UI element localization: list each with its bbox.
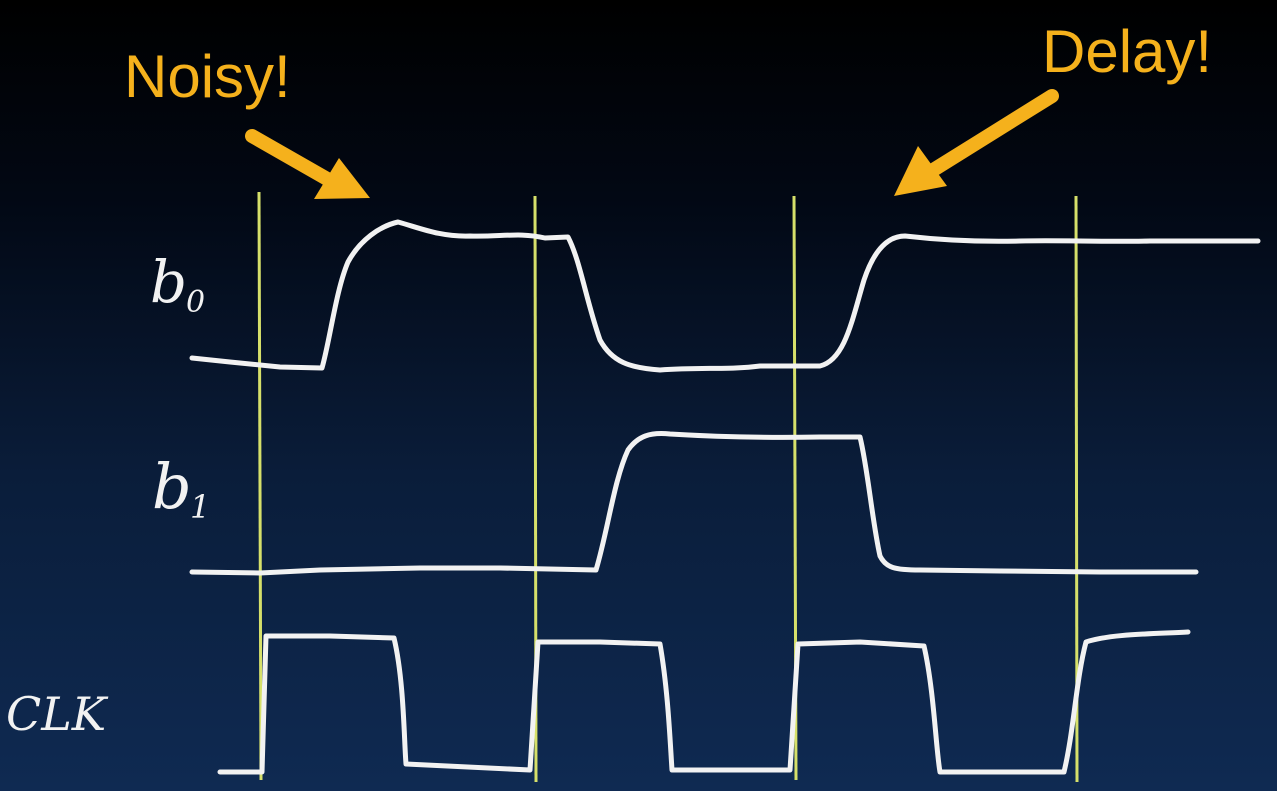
noisy-arrow-icon: [245, 129, 370, 199]
signal-label-b0: b 0: [150, 248, 205, 320]
signal-label-b1-sub: 1: [190, 488, 210, 526]
waveform-b1: [189, 431, 1199, 576]
delay-callout: Delay!: [1042, 18, 1212, 85]
signal-label-clk: CLK: [6, 687, 109, 741]
signal-label-b0-base: b: [150, 248, 187, 316]
noisy-callout: Noisy!: [124, 43, 291, 110]
waveform-clk: [217, 629, 1191, 775]
signal-label-b1-base: b: [152, 450, 192, 523]
waveform-b0: [189, 219, 1261, 373]
signal-label-b1: b 1: [152, 450, 210, 526]
delay-arrow-icon: [894, 89, 1059, 196]
clock-edge-line: [257, 191, 263, 781]
signal-label-b0-sub: 0: [186, 285, 205, 320]
